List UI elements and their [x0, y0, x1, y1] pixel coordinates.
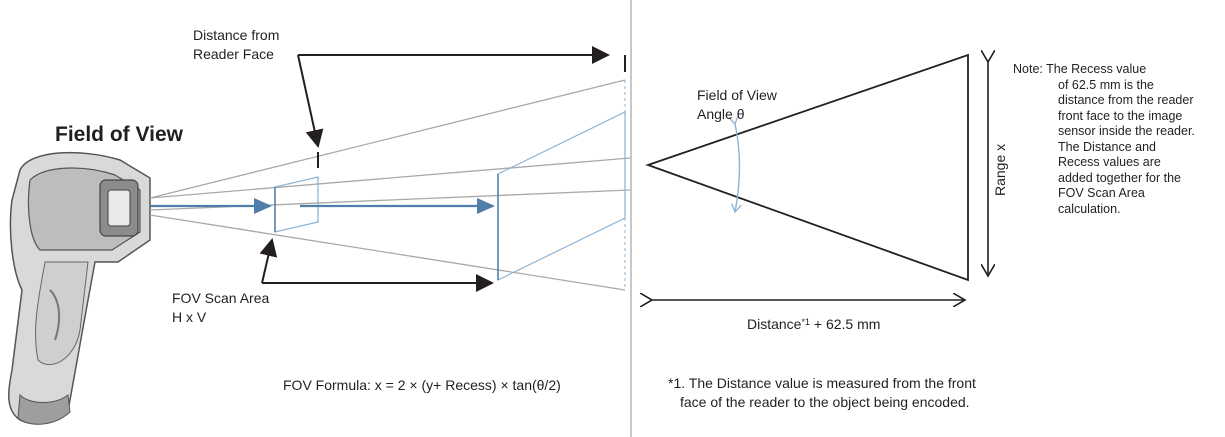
fov-triangle — [645, 53, 969, 282]
range-label: Range x — [992, 143, 1008, 196]
distance-label-line2: Reader Face — [193, 46, 274, 62]
fov-title: Field of View — [55, 123, 183, 146]
barcode-scanner-icon — [8, 151, 151, 425]
recess-note: Note: The Recess value of 62.5 mm is the… — [1013, 62, 1223, 217]
distance-label: Distance from Reader Face — [193, 26, 279, 64]
note-line: added together for the — [1058, 170, 1182, 185]
scan-area-line2: H x V — [172, 309, 207, 325]
note-first-line: Note: The Recess value — [1013, 62, 1147, 76]
fov-lines — [149, 79, 631, 291]
far-fov-box — [497, 80, 626, 290]
distance-suffix: + 62.5 mm — [809, 316, 881, 332]
note-line: of 62.5 mm is the — [1058, 77, 1154, 92]
note-line: sensor inside the reader. — [1058, 124, 1195, 138]
note-line: front face to the image — [1058, 108, 1183, 123]
angle-arc — [735, 124, 740, 212]
footnote-line2: face of the reader to the object being e… — [680, 394, 970, 410]
distance-prefix: Distance — [747, 316, 802, 332]
note-line: calculation. — [1058, 201, 1121, 216]
footnote-line1: *1. The Distance value is measured from … — [668, 375, 976, 391]
note-line: distance from the reader — [1058, 93, 1194, 107]
angle-label-line1: Field of View — [697, 87, 777, 103]
angle-label-line2: Angle θ — [697, 106, 745, 122]
distance-sup: *1 — [801, 317, 810, 327]
scan-area-label: FOV Scan Area H x V — [172, 289, 269, 327]
fov-formula: FOV Formula: x = 2 × (y+ Recess) × tan(θ… — [283, 377, 561, 393]
near-fov-box — [274, 176, 319, 233]
angle-label: Field of View Angle θ — [697, 86, 777, 124]
note-line: The Distance and — [1058, 139, 1156, 154]
distance-footnote: *1. The Distance value is measured from … — [668, 374, 976, 412]
note-line: FOV Scan Area — [1058, 186, 1145, 200]
note-line: Recess values are — [1058, 155, 1161, 169]
scan-area-pointers — [259, 238, 494, 292]
distance-pointers — [297, 46, 626, 168]
distance-formula-label: Distance*1 + 62.5 mm — [747, 315, 880, 334]
distance-label-line1: Distance from — [193, 27, 280, 43]
scan-area-line1: FOV Scan Area — [172, 290, 270, 306]
